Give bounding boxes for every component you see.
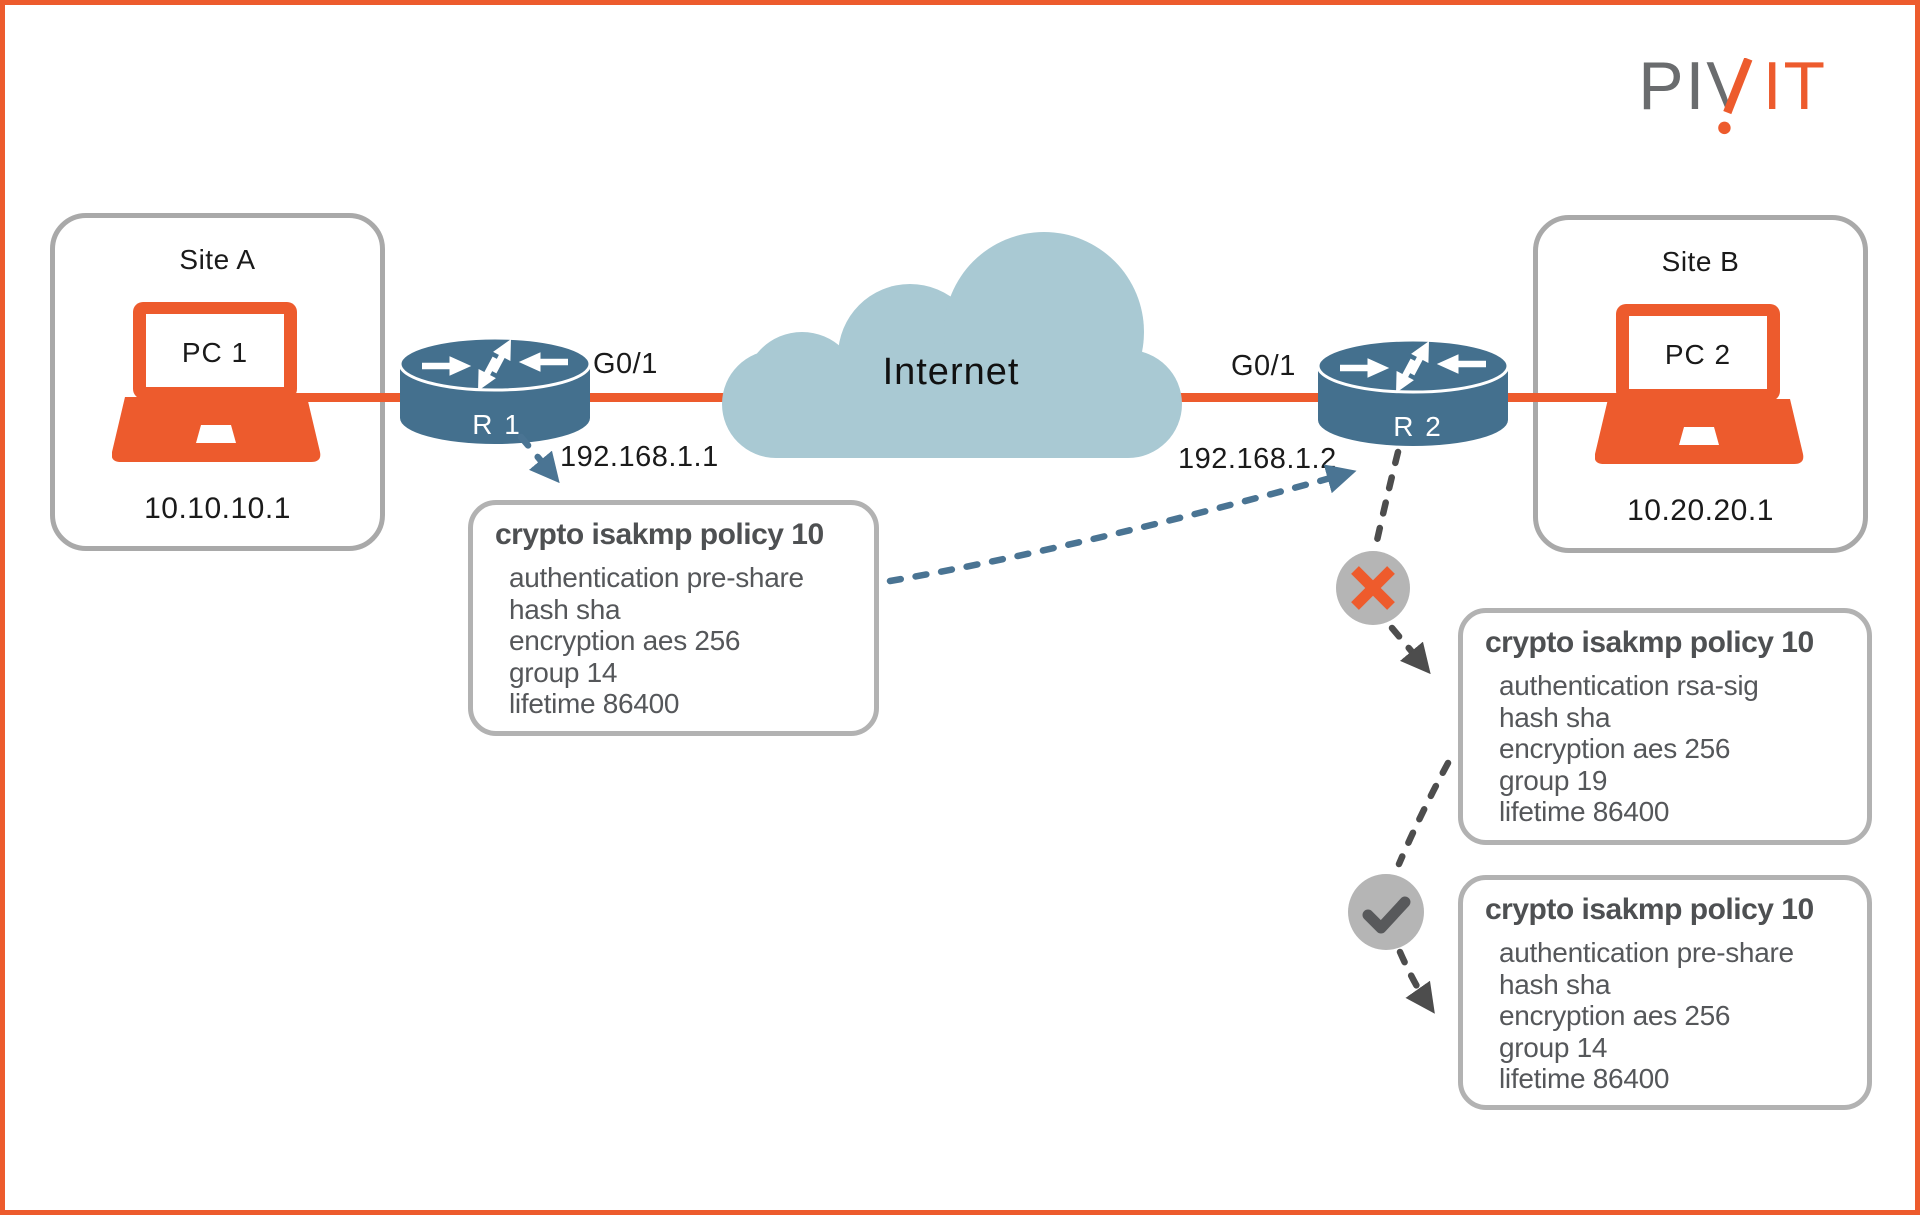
arrow-mismatch-to-policy (1388, 624, 1431, 675)
site-a-ip: 10.10.10.1 (144, 492, 291, 525)
policy-line: hash sha (509, 593, 621, 625)
site-a-box: Site A PC 1 10.10.10.1 (50, 213, 385, 551)
internet-label: Internet (883, 351, 1020, 393)
policy-box-r1: crypto isakmp policy 10 authentication p… (468, 500, 879, 736)
policy-box-r2-match: crypto isakmp policy 10 authentication p… (1458, 875, 1872, 1110)
policy-box-r2-mismatch: crypto isakmp policy 10 authentication r… (1458, 608, 1872, 845)
mismatch-status-badge (1336, 551, 1410, 625)
site-b-title: Site B (1661, 246, 1740, 277)
policy-line: lifetime 86400 (509, 688, 680, 719)
pc1-label: PC 1 (182, 337, 248, 368)
policy-line: hash sha (1499, 968, 1611, 1000)
logo-slash (1723, 58, 1753, 115)
arrow-match-to-policy (1396, 948, 1435, 1014)
policy-line: encryption aes 256 (1499, 733, 1731, 764)
router-r1-icon: R 1 (400, 336, 590, 444)
logo-text-orange: IT (1763, 58, 1827, 124)
policy-line: encryption aes 256 (1499, 1000, 1731, 1031)
policy-line: group 19 (1499, 764, 1608, 796)
r1-ip-label: 192.168.1.1 (560, 441, 719, 473)
policy-line: lifetime 86400 (1499, 796, 1670, 827)
policy-r2-match-title: crypto isakmp policy 10 (1485, 893, 1814, 926)
router-arrows-icon (422, 339, 568, 391)
site-b-ip: 10.20.20.1 (1627, 494, 1774, 527)
policy-line: lifetime 86400 (1499, 1063, 1670, 1094)
r2-interface-label: G0/1 (1231, 350, 1296, 382)
pivit-logo: PIV IT (1638, 58, 1827, 135)
check-icon (1362, 896, 1411, 934)
pc2-label: PC 2 (1665, 339, 1731, 370)
policy-r2-mismatch-lines: authentication rsa-sig hash sha encrypti… (1499, 670, 1857, 828)
pc2-laptop-icon: PC 2 (1595, 304, 1804, 464)
router-arrows-icon (1340, 341, 1486, 393)
router-r1-label: R 1 (472, 409, 522, 440)
line-policy-to-match (1395, 759, 1452, 868)
match-status-badge (1348, 874, 1424, 950)
r2-ip-label: 192.168.1.2 (1178, 443, 1337, 475)
x-icon (1351, 566, 1395, 610)
policy-line: group 14 (509, 656, 618, 688)
internet-cloud-icon: Internet (722, 232, 1182, 458)
router-r2-label: R 2 (1393, 411, 1443, 442)
logo-dot (1718, 121, 1731, 135)
policy-r1-title: crypto isakmp policy 10 (495, 518, 824, 551)
router-r2-icon: R 2 (1318, 338, 1508, 446)
policy-line: authentication pre-share (509, 562, 804, 593)
policy-line: encryption aes 256 (509, 625, 741, 656)
policy-r2-mismatch-title: crypto isakmp policy 10 (1485, 626, 1814, 659)
policy-r1-lines: authentication pre-share hash sha encryp… (509, 562, 864, 720)
r1-interface-label: G0/1 (593, 348, 658, 380)
arrow-policy-to-r2 (886, 464, 1357, 585)
site-b-box: Site B PC 2 10.20.20.1 (1533, 215, 1868, 553)
policy-line: hash sha (1499, 701, 1611, 733)
site-a-title: Site A (179, 244, 256, 275)
pc1-laptop-icon: PC 1 (112, 302, 321, 462)
policy-line: group 14 (1499, 1031, 1608, 1063)
policy-line: authentication rsa-sig (1499, 670, 1759, 701)
policy-r2-match-lines: authentication pre-share hash sha encryp… (1499, 937, 1857, 1095)
policy-line: authentication pre-share (1499, 937, 1794, 968)
line-r2-to-mismatch (1372, 448, 1402, 549)
